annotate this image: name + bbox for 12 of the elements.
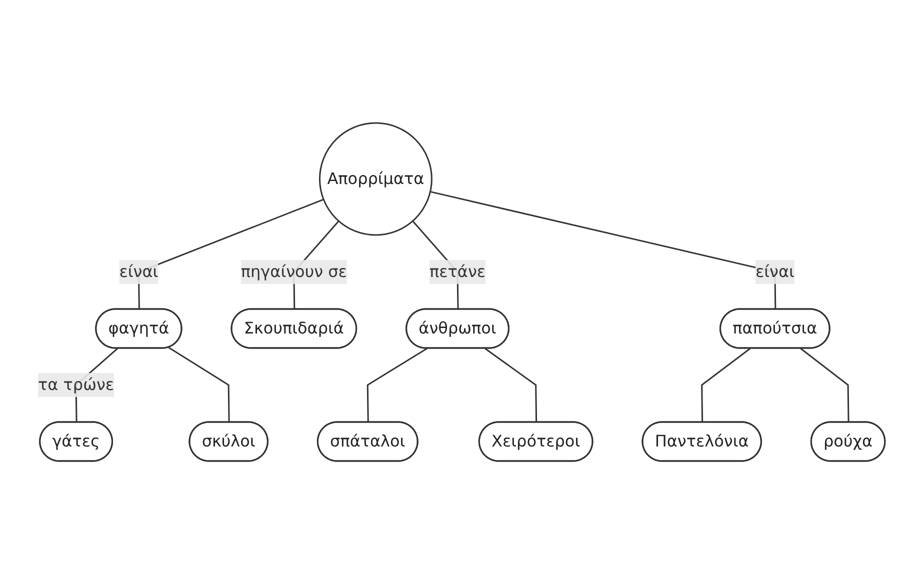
connector <box>430 190 776 309</box>
edge-label: πηγαίνουν σε <box>240 261 346 280</box>
edge-label: είναι <box>118 261 158 280</box>
edge-label: τα τρώνε <box>38 374 114 394</box>
connector <box>700 347 750 422</box>
node-circle: Απορρίματα <box>318 122 432 236</box>
connector <box>168 346 230 422</box>
connector <box>366 347 427 422</box>
edge-label: πετάνε <box>429 261 486 280</box>
edge-label: είναι <box>754 261 794 280</box>
connector <box>800 347 849 422</box>
connector <box>484 347 537 422</box>
